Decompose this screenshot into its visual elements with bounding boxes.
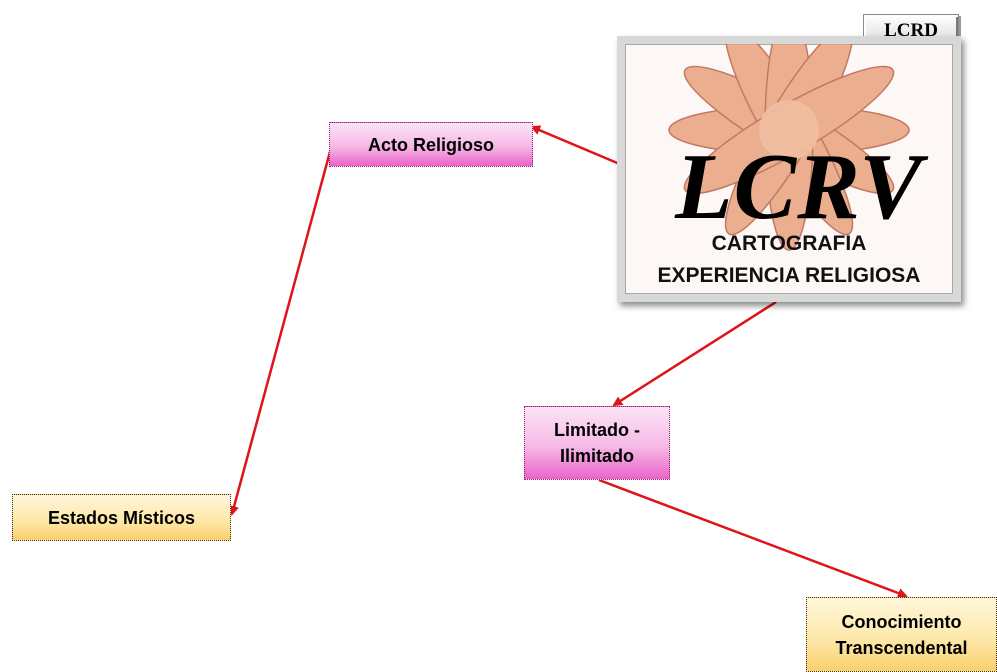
lcrv-logo-text: LCRV — [675, 135, 923, 239]
node-estados-label: Estados Místicos — [47, 507, 196, 528]
node-conocimiento-line2: Transcendental — [835, 637, 968, 658]
joined-hands-image — [668, 44, 910, 251]
node-limitado-line2: Ilimitado — [559, 446, 634, 466]
central-subtitle-line1: CARTOGRAFIA — [711, 232, 867, 255]
central-subtitle-line2: EXPERIENCIA RELIGIOSA — [657, 264, 921, 287]
node-limitado-line1: Limitado - — [554, 420, 640, 440]
lcrd-button[interactable]: LCRD — [863, 14, 959, 48]
node-conocimiento-line1: Conocimiento — [841, 611, 962, 632]
node-conocimiento-transcendental[interactable]: Conocimiento Transcendental — [806, 597, 997, 672]
arrow-central-to-limitado — [612, 300, 777, 407]
arrow-acto-to-estados — [229, 147, 333, 516]
node-estados-misticos[interactable]: Estados Místicos — [12, 494, 231, 541]
arrow-central-to-acto — [530, 125, 623, 167]
node-acto-religioso[interactable]: Acto Religioso — [329, 122, 533, 167]
central-logo-panel: LCRV CARTOGRAFIA EXPERIENCIA RELIGIOSA — [617, 36, 961, 302]
node-limitado-ilimitado[interactable]: Limitado - Ilimitado — [524, 406, 670, 480]
arrow-limitado-to-conocimiento — [598, 478, 908, 598]
node-acto-label: Acto Religioso — [367, 134, 494, 155]
